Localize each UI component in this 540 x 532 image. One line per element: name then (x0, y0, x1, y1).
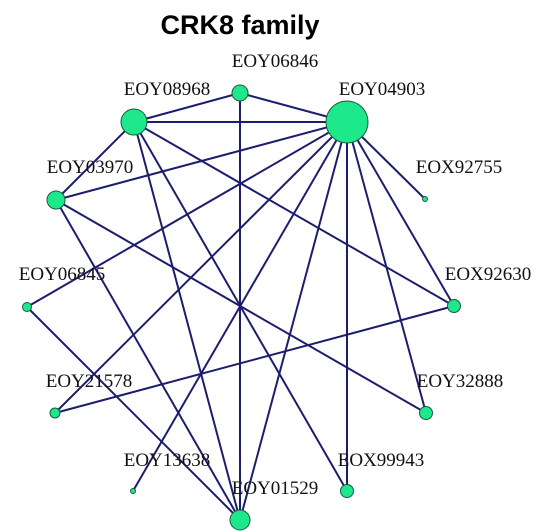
node-eox99943 (340, 484, 354, 498)
node-eoy03970 (46, 190, 66, 210)
node-label-eox99943: EOX99943 (338, 450, 425, 471)
node-label-eoy32888: EOY32888 (417, 371, 504, 392)
node-eoy06845 (22, 302, 32, 312)
edge-eoy06845-eoy01529 (26, 306, 241, 521)
edge-eoy03970-eoy32888 (55, 199, 427, 414)
edges-layer (26, 92, 455, 521)
nodes-layer (22, 84, 461, 531)
diagram-title: CRK8 family (160, 10, 319, 40)
edge-eoy08968-eoy03970 (55, 121, 135, 201)
node-label-eoy06845: EOY06845 (19, 264, 106, 285)
edge-eoy08968-eox92630 (133, 121, 455, 307)
node-label-eoy06846: EOY06846 (232, 51, 319, 72)
node-eoy04903 (325, 100, 369, 144)
node-label-eoy13638: EOY13638 (124, 450, 211, 471)
node-label-eox92630: EOX92630 (445, 264, 532, 285)
edge-eoy04903-eoy21578 (54, 121, 348, 414)
node-eoy21578 (49, 407, 61, 419)
node-label-eoy01529: EOY01529 (232, 478, 319, 499)
node-eox92630 (447, 299, 461, 313)
edge-eox92630-eoy21578 (54, 305, 455, 414)
node-eox92755 (422, 196, 428, 202)
node-eoy32888 (419, 406, 433, 420)
node-eoy13638 (130, 488, 136, 494)
edge-eoy08968-eoy01529 (133, 121, 241, 521)
edge-eoy04903-eoy01529 (239, 121, 348, 521)
node-label-eoy08968: EOY08968 (124, 79, 211, 100)
edge-eoy08968-eoy06846 (133, 92, 241, 123)
node-eoy08968 (120, 108, 148, 136)
node-label-eoy04903: EOY04903 (339, 79, 426, 100)
node-eoy06846 (231, 84, 249, 102)
node-label-eoy03970: EOY03970 (47, 157, 134, 178)
edge-eoy04903-eox92630 (346, 121, 455, 307)
node-label-eox92755: EOX92755 (416, 157, 503, 178)
edge-eoy03970-eoy01529 (55, 199, 241, 521)
node-label-eoy21578: EOY21578 (46, 371, 133, 392)
node-eoy01529 (229, 509, 251, 531)
